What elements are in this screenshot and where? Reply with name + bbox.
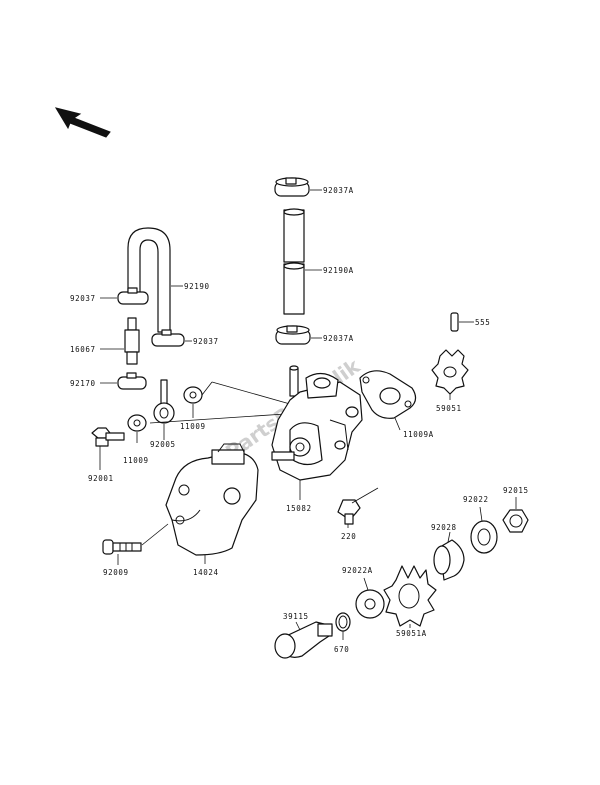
label-39115: 39115 xyxy=(283,612,309,621)
washer-11009-b[interactable] xyxy=(127,414,147,432)
label-92190: 92190 xyxy=(184,282,210,291)
label-92170: 92170 xyxy=(70,379,96,388)
bolt-220[interactable] xyxy=(337,499,361,525)
oil-pump-body-15082[interactable] xyxy=(271,365,363,481)
label-16067: 16067 xyxy=(70,345,96,354)
clamp-92170[interactable] xyxy=(117,372,147,390)
clamp-92037a-top[interactable] xyxy=(274,177,310,197)
gasket-11009a[interactable] xyxy=(359,370,417,419)
washer-92022a[interactable] xyxy=(355,589,385,619)
collar-92028[interactable] xyxy=(433,539,465,581)
label-92022a: 92022A xyxy=(342,566,373,575)
washer-11009-a[interactable] xyxy=(183,386,203,404)
clamp-92037-left[interactable] xyxy=(117,287,149,305)
fitting-16067[interactable] xyxy=(124,317,140,365)
label-92037-a: 92037 xyxy=(70,294,96,303)
label-92037a-lower: 92037A xyxy=(323,334,354,343)
pump-cover-14024[interactable] xyxy=(165,443,259,556)
label-92028: 92028 xyxy=(431,523,457,532)
circlip-670[interactable] xyxy=(335,612,351,632)
bolt-92009[interactable] xyxy=(102,539,142,555)
label-92022: 92022 xyxy=(463,495,489,504)
direction-arrow-icon xyxy=(54,107,111,138)
label-11009-b: 11009 xyxy=(123,456,149,465)
label-11009-a: 11009 xyxy=(180,422,206,431)
label-59051a: 59051A xyxy=(396,629,427,638)
label-14024: 14024 xyxy=(193,568,219,577)
label-220: 220 xyxy=(341,532,356,541)
label-92190a: 92190A xyxy=(323,266,354,275)
label-92001: 92001 xyxy=(88,474,114,483)
label-670: 670 xyxy=(334,645,349,654)
label-92005: 92005 xyxy=(150,440,176,449)
label-92037-b: 92037 xyxy=(193,337,219,346)
label-92015: 92015 xyxy=(503,486,529,495)
hose-92190[interactable] xyxy=(127,227,171,333)
pin-555[interactable] xyxy=(450,312,459,332)
gear-59051[interactable] xyxy=(431,349,469,395)
washer-92022[interactable] xyxy=(470,520,498,554)
shaft-39115[interactable] xyxy=(274,621,333,659)
clamp-92037a-lower[interactable] xyxy=(275,325,311,345)
gear-59051a[interactable] xyxy=(383,565,437,627)
label-92009: 92009 xyxy=(103,568,129,577)
label-555: 555 xyxy=(475,318,490,327)
hose-92190a[interactable] xyxy=(283,208,305,315)
label-15082: 15082 xyxy=(286,504,312,513)
label-59051: 59051 xyxy=(436,404,462,413)
bolt-92001[interactable] xyxy=(91,427,125,447)
label-11009a: 11009A xyxy=(403,430,434,439)
banjo-fitting-92005[interactable] xyxy=(153,379,175,424)
label-92037a-top: 92037A xyxy=(323,186,354,195)
clamp-92037-right[interactable] xyxy=(151,329,185,347)
nut-92015[interactable] xyxy=(502,509,529,533)
